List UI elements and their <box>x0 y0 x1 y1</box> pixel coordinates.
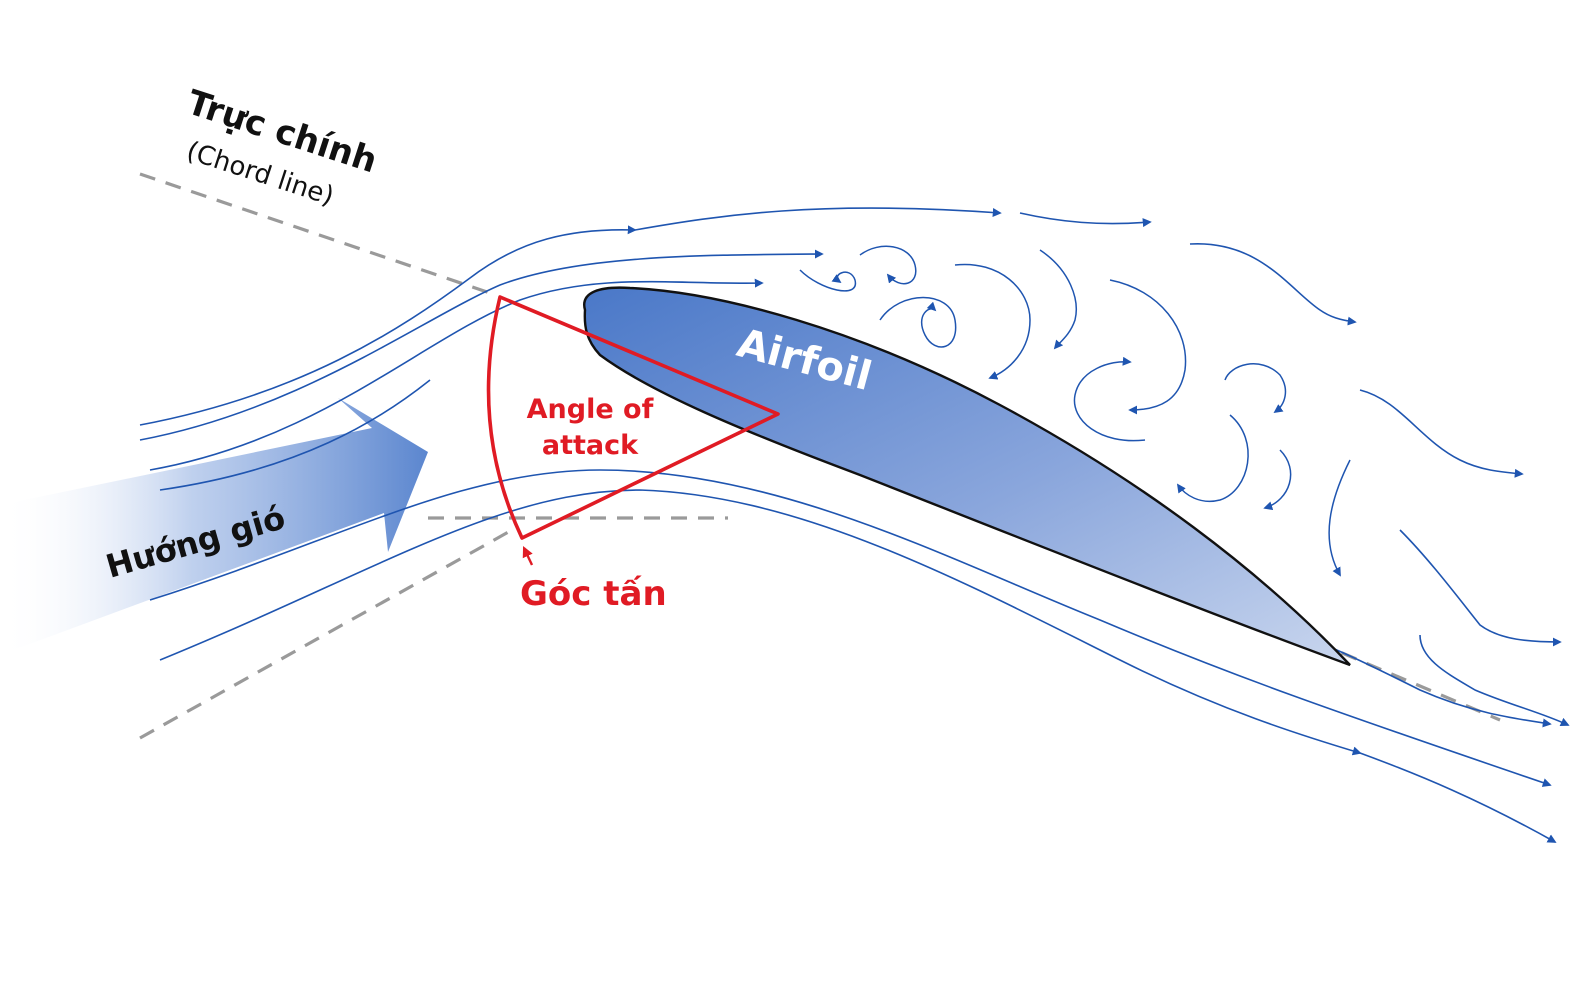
streamline-4 <box>159 379 431 491</box>
angle-of-attack-label-line1: Angle of <box>527 394 654 425</box>
vortex-3 <box>879 296 957 348</box>
labels: Trực chính (Chord line) Hướng gió Angle … <box>102 83 667 614</box>
streamline-11 <box>1399 529 1562 647</box>
vortex-5 <box>1039 249 1077 350</box>
streamline-6 <box>159 489 1362 756</box>
wind-arrow-shape <box>0 398 428 655</box>
vortex-11 <box>1328 459 1351 577</box>
streamline-8 <box>1019 212 1152 228</box>
turbulence-vortices <box>799 245 1351 577</box>
chord-line-dashes <box>139 172 1501 740</box>
vortex-1 <box>799 269 856 292</box>
angle-of-attack-marker <box>486 295 780 566</box>
angle-wedge <box>486 295 780 540</box>
chord-line-through-airfoil-dash <box>769 408 1501 722</box>
wind-arrow <box>0 398 428 655</box>
angle-of-attack-vi-label: Góc tấn <box>520 574 667 614</box>
streamline-6b <box>1359 752 1557 843</box>
vortex-4 <box>954 263 1031 380</box>
streamline-12 <box>1419 634 1570 727</box>
vortex-9 <box>1224 363 1287 414</box>
streamline-10 <box>1359 389 1524 478</box>
streamline-1b <box>634 207 1002 231</box>
streamline-1 <box>139 225 637 426</box>
airfoil-shape <box>583 286 1351 667</box>
vortex-7 <box>1109 279 1187 415</box>
streamlines <box>139 207 1570 843</box>
chord-line-upper-dash <box>139 172 491 295</box>
vortex-8 <box>1176 414 1249 502</box>
vortex-10 <box>1263 449 1292 511</box>
vortex-2 <box>859 245 917 285</box>
streamline-5 <box>149 469 1552 787</box>
airfoil: Airfoil <box>583 286 1351 667</box>
angle-of-attack-label-line2: attack <box>542 430 639 461</box>
vortex-6 <box>1073 356 1146 442</box>
streamline-2 <box>139 249 824 441</box>
lower-chord-dash <box>139 528 513 740</box>
angle-pointer-arrow <box>522 546 534 566</box>
streamline-9 <box>1189 243 1357 326</box>
